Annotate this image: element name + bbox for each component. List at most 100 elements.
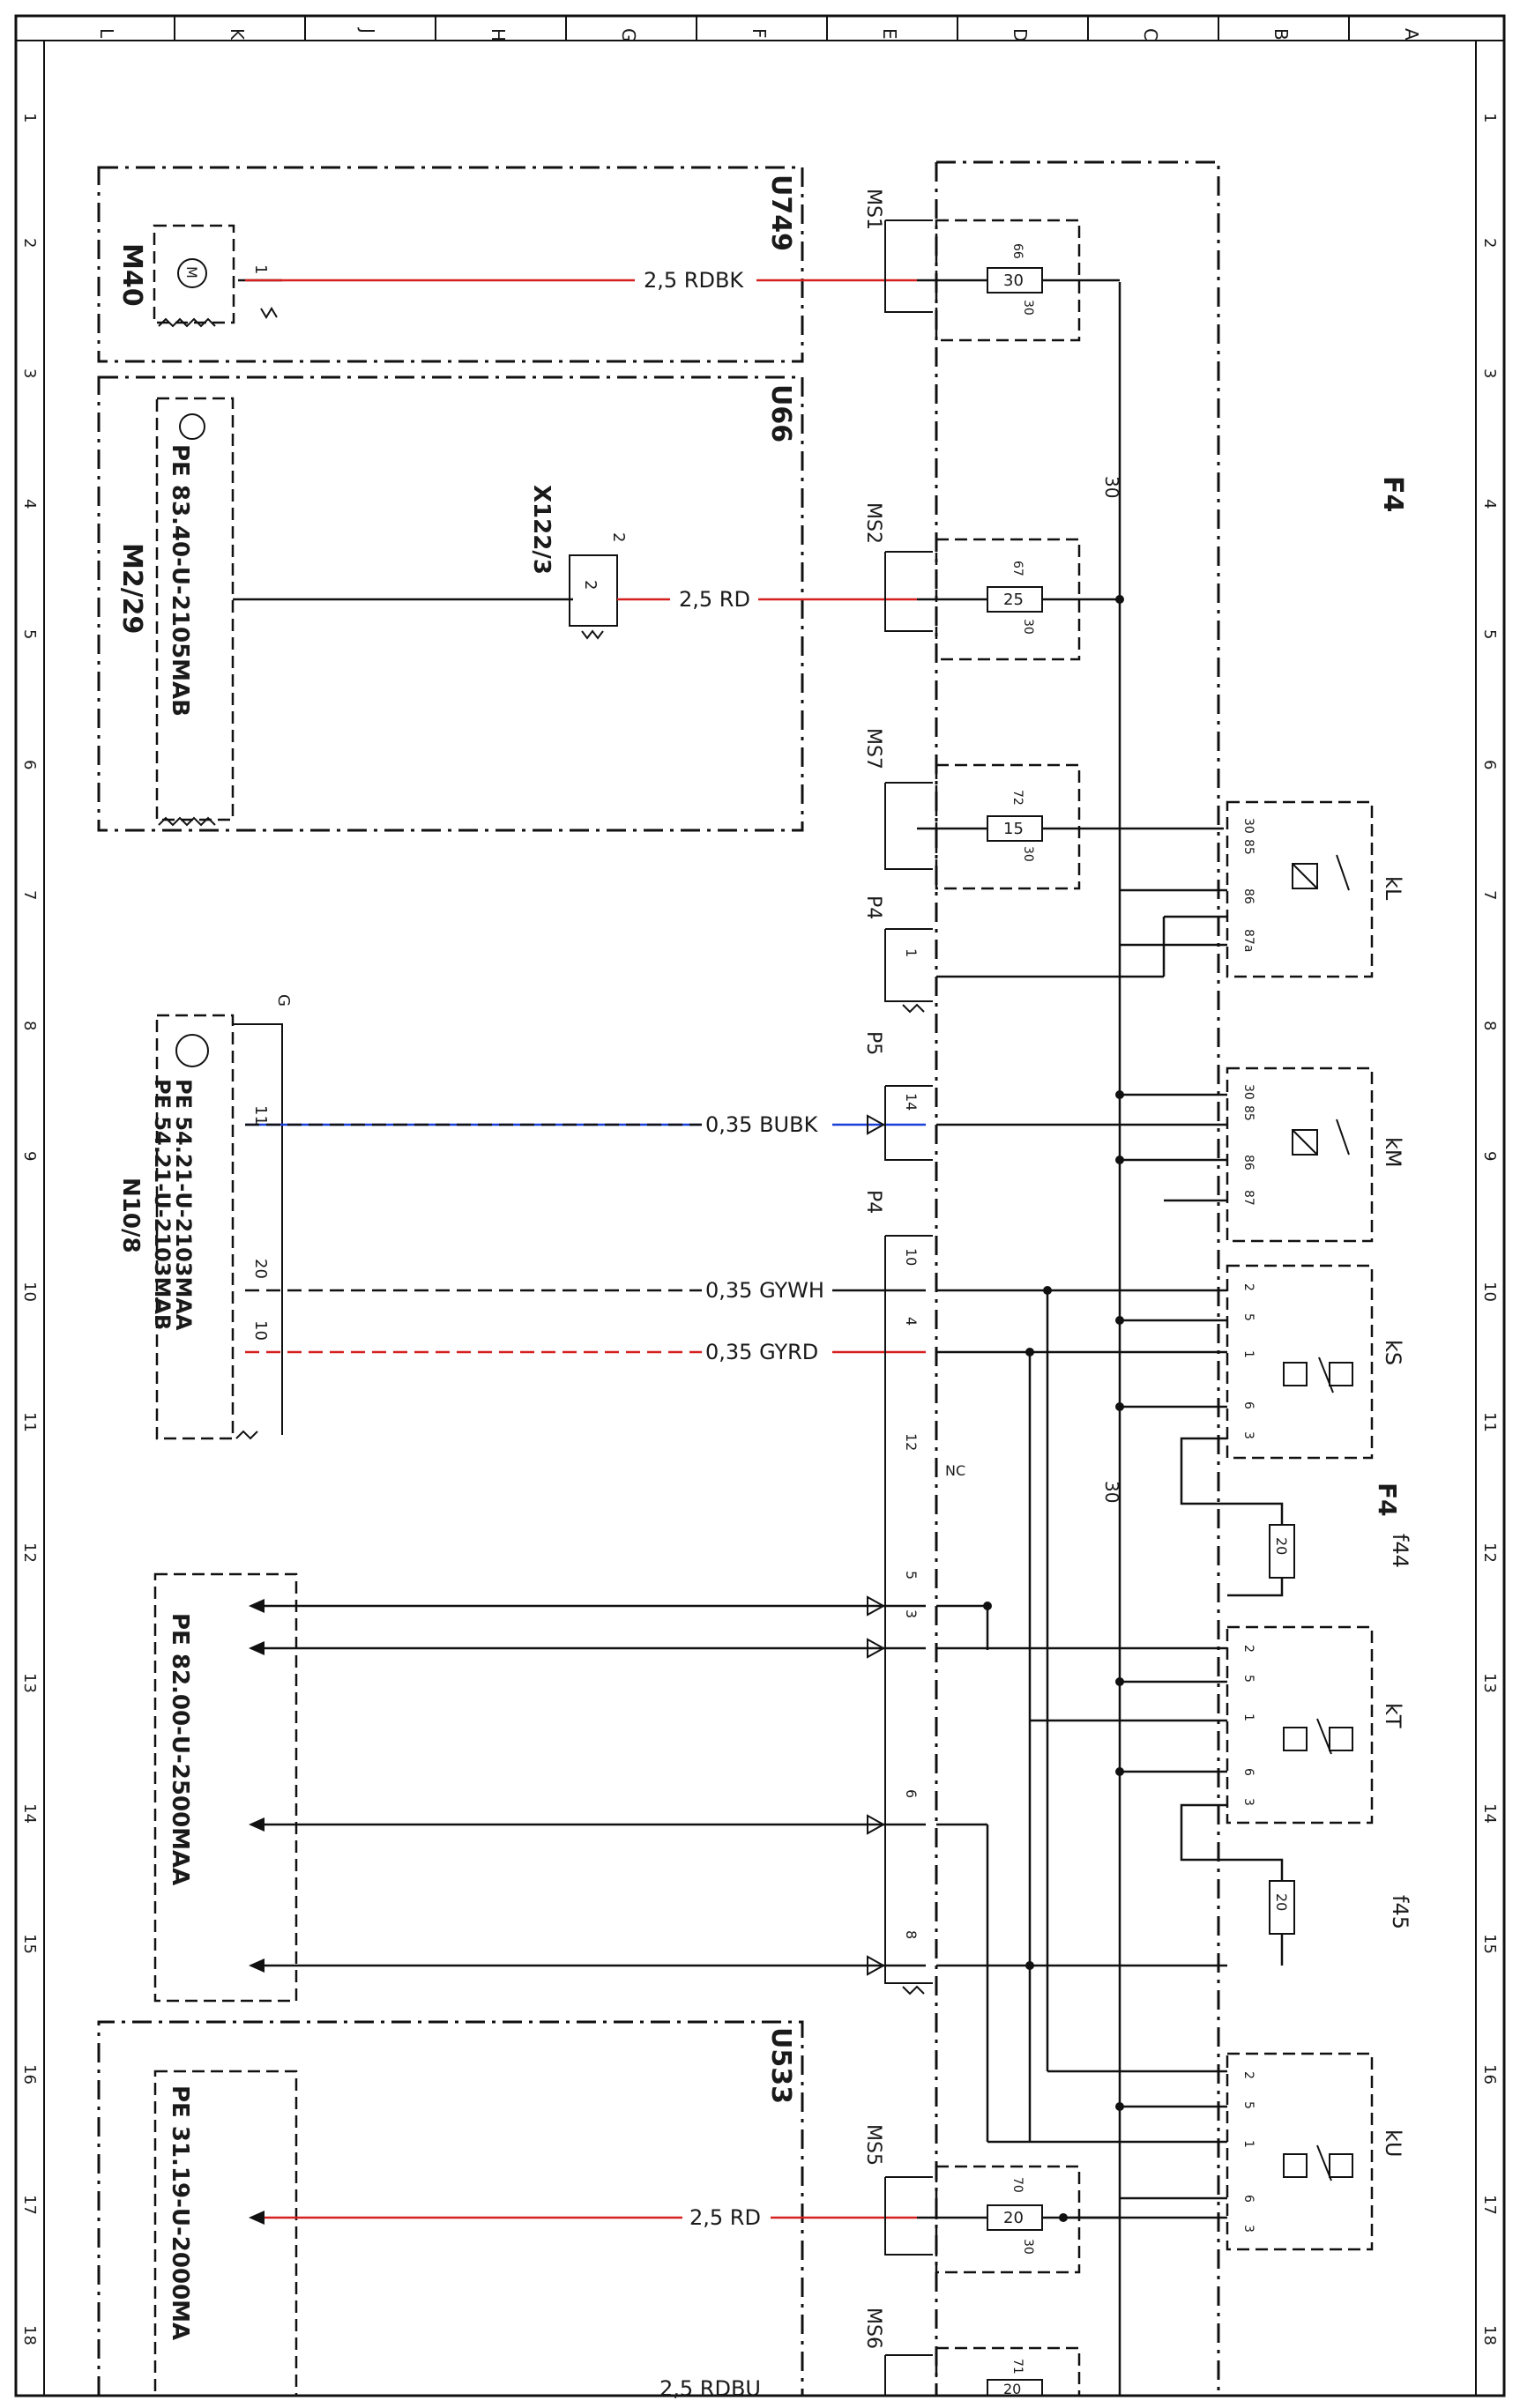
svg-text:12: 12 xyxy=(903,1433,920,1451)
relay-kt: kT 2 5 1 6 3 xyxy=(1025,1286,1405,2098)
grid-col-l: L xyxy=(96,28,117,39)
svg-text:5: 5 xyxy=(1480,629,1499,639)
n10-pin-g: G xyxy=(274,994,293,1007)
svg-text:18: 18 xyxy=(1480,2325,1499,2345)
svg-text:6: 6 xyxy=(20,760,39,769)
fuse-ms6-rating: 20 xyxy=(1003,2381,1021,2397)
svg-text:6: 6 xyxy=(1241,2195,1255,2203)
wire-rdbk: 2,5 RDBK xyxy=(245,268,917,293)
relay-kl-label: kL xyxy=(1381,876,1405,901)
component-n10-8: PE 54.21-U-2103MAA PE 54.21-U-2103MAB N1… xyxy=(117,994,293,1440)
grid-col-h: H xyxy=(488,28,509,41)
svg-text:14: 14 xyxy=(1480,1803,1499,1824)
plug-p5-pin: 14 xyxy=(903,1093,920,1111)
svg-text:9: 9 xyxy=(20,1151,39,1161)
svg-text:85: 85 xyxy=(1241,839,1255,855)
svg-text:2: 2 xyxy=(20,238,39,248)
svg-text:30: 30 xyxy=(1241,818,1255,834)
fuse-ms1: MS1 30 66 30 xyxy=(862,189,1120,342)
svg-text:14: 14 xyxy=(20,1803,39,1824)
fuse-ms5-label: MS5 xyxy=(862,2124,884,2166)
relay-kl: kL 30 85 86 87a xyxy=(1120,800,1405,978)
fuse-f45-label: f45 xyxy=(1388,1895,1412,1929)
plug-p4-bus-label: P4 xyxy=(862,1190,884,1214)
plug-p4-bus: P4 10 4 12 5 3 6 8 NC xyxy=(862,1190,1227,1996)
relay-ks-label: kS xyxy=(1381,1340,1405,1365)
fuse-ms1-top: 66 xyxy=(1010,243,1025,259)
svg-text:3: 3 xyxy=(20,368,39,378)
pe-82-00-block: PE 82.00-U-2500MAA xyxy=(153,1572,1227,2142)
svg-text:5: 5 xyxy=(1241,1313,1255,1321)
svg-text:87a: 87a xyxy=(1241,929,1255,952)
fuse-f45: f45 20 xyxy=(1180,1803,1412,1966)
svg-text:8: 8 xyxy=(20,1021,39,1030)
svg-text:18: 18 xyxy=(20,2325,39,2345)
svg-text:5: 5 xyxy=(20,629,39,639)
svg-text:3: 3 xyxy=(1241,1798,1255,1806)
module-f4-label-2: F4 xyxy=(1373,1483,1402,1517)
fuse-ms7-bottom: 30 xyxy=(1021,846,1035,862)
svg-text:M: M xyxy=(183,266,200,279)
motor-icon xyxy=(177,258,207,288)
grid-col-e: E xyxy=(879,28,900,40)
wire-rd-ms2: 2,5 RD xyxy=(617,587,917,612)
bus-30-label-mid: 30 xyxy=(1101,1481,1122,1503)
svg-text:7: 7 xyxy=(1480,890,1499,900)
grid-row-14: 14 14 xyxy=(20,1803,1499,1824)
plug-p4-top-label: P4 xyxy=(862,896,884,919)
svg-text:6: 6 xyxy=(1241,1768,1255,1776)
grid-col-d: D xyxy=(1010,28,1031,41)
svg-text:11: 11 xyxy=(251,1105,270,1126)
fuse-ms1-rating: 30 xyxy=(1003,271,1024,290)
module-u749-label: U749 xyxy=(765,175,796,251)
svg-text:10: 10 xyxy=(1480,1282,1499,1302)
svg-text:85: 85 xyxy=(1241,1105,1255,1121)
pe-83-40-ref: PE 83.40-U-2105MAB xyxy=(167,444,193,717)
svg-text:1: 1 xyxy=(251,264,270,274)
component-n10-8-label: N10/8 xyxy=(117,1178,144,1253)
relay-ks: kS 2 5 1 6 3 xyxy=(1115,1264,1405,1460)
module-u533: U533 PE 31.19-U-2000MA 2,5 RD 2,5 RDBU xyxy=(97,2020,917,2401)
module-u533-label: U533 xyxy=(765,2027,796,2104)
wire-rd-ms2-label: 2,5 RD xyxy=(679,587,750,612)
svg-text:3: 3 xyxy=(903,1609,920,1618)
svg-text:1: 1 xyxy=(20,113,39,123)
svg-text:16: 16 xyxy=(1480,2064,1499,2085)
wire-gyrd: 0,35 GYRD xyxy=(245,1340,926,1364)
fuse-ms7-label: MS7 xyxy=(862,728,884,769)
svg-text:2: 2 xyxy=(1241,1283,1255,1291)
pe-54-21-maa-ref: PE 54.21-U-2103MAA xyxy=(171,1079,196,1331)
svg-text:3: 3 xyxy=(1480,368,1499,378)
fuse-ms6: MS6 20 71 xyxy=(862,2308,1081,2397)
svg-text:3: 3 xyxy=(1241,2225,1255,2233)
svg-text:17: 17 xyxy=(20,2195,39,2215)
svg-text:15: 15 xyxy=(1480,1934,1499,1954)
grid-col-c: C xyxy=(1140,28,1161,41)
fuse-ms6-top: 71 xyxy=(1010,2359,1025,2375)
grid-col-j: J xyxy=(357,26,378,33)
fuse-ms7: MS7 15 72 30 xyxy=(862,728,1224,890)
svg-text:10: 10 xyxy=(903,1248,920,1266)
svg-text:12: 12 xyxy=(20,1542,39,1563)
svg-text:10: 10 xyxy=(20,1282,39,1302)
wire-rdbu-label: 2,5 RDBU xyxy=(659,2376,761,2401)
fuse-f44-rating: 20 xyxy=(1273,1537,1290,1555)
pe-31-19-ref: PE 31.19-U-2000MA xyxy=(167,2085,193,2340)
svg-text:2: 2 xyxy=(1480,238,1499,248)
module-f4: F4 xyxy=(935,160,1408,2396)
fuse-ms2-rating: 25 xyxy=(1003,591,1024,609)
bus-30: 30 30 xyxy=(1101,282,1122,2396)
svg-text:8: 8 xyxy=(1480,1021,1499,1030)
pe-82-00-ref: PE 82.00-U-2500MAA xyxy=(167,1613,193,1885)
grid-col-g: G xyxy=(618,28,639,42)
svg-text:11: 11 xyxy=(1480,1412,1499,1432)
fuse-ms2-top: 67 xyxy=(1010,561,1025,576)
wire-rdbk-label: 2,5 RDBK xyxy=(644,268,744,293)
